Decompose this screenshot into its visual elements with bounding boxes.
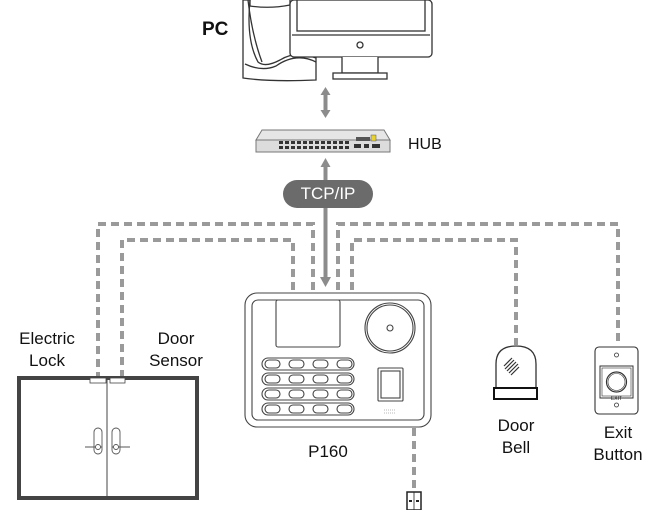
keypad-key: [312, 359, 329, 369]
hub-port: [279, 141, 283, 144]
keypad-key: [288, 389, 305, 399]
hub-port: [285, 146, 289, 149]
keypad-row: [261, 372, 355, 386]
hub-port: [339, 141, 343, 144]
keypad-key: [264, 389, 281, 399]
hub-port: [315, 146, 319, 149]
tcp-ip-label: TCP/IP: [300, 184, 356, 203]
hub-port: [309, 141, 313, 144]
keypad-key: [264, 359, 281, 369]
keypad-key: [336, 359, 353, 369]
hub-port: [279, 146, 283, 149]
hub-port: [321, 146, 325, 149]
keypad-key: [264, 374, 281, 384]
exit-button-label: Exit Button: [593, 423, 643, 464]
keypad-row: [261, 402, 355, 416]
keypad-key: [336, 374, 353, 384]
hub-port: [339, 146, 343, 149]
p160-device-icon: [244, 292, 432, 428]
keypad-key: [312, 389, 329, 399]
wire-door-bell: [350, 238, 518, 345]
door-sensor-icon: [109, 377, 126, 384]
hub-port: [303, 146, 307, 149]
device-label: P160: [308, 442, 348, 461]
hub-port: [291, 141, 295, 144]
wire-door-sensor: [120, 238, 295, 378]
keypad-key: [264, 404, 281, 414]
wire-electric-lock: [96, 222, 315, 378]
keypad-key: [312, 374, 329, 384]
hub-port: [297, 146, 301, 149]
hub-port: [345, 141, 349, 144]
keypad-key: [336, 404, 353, 414]
wire-exit-button: [336, 222, 620, 345]
hub-switch-icon: [255, 129, 391, 153]
keypad-key: [288, 374, 305, 384]
exit-face-text: EXIT: [610, 396, 623, 402]
power-adapter-icon: [406, 491, 422, 511]
hub-label: HUB: [408, 136, 442, 153]
electric-lock-icon: [89, 377, 107, 384]
exit-button-icon: [594, 346, 639, 415]
keypad-key: [336, 389, 353, 399]
hub-port: [285, 141, 289, 144]
hub-port: [327, 146, 331, 149]
keypad-key: [288, 359, 305, 369]
hub-port: [291, 146, 295, 149]
door-sensor-label: Door Sensor: [149, 329, 203, 370]
hub-port: [303, 141, 307, 144]
pc-hub-link: [320, 87, 331, 118]
hub-port: [327, 141, 331, 144]
hub-port: [309, 146, 313, 149]
keypad-row: [261, 357, 355, 371]
door-bell-label: Door Bell: [497, 416, 535, 457]
door-icon: [17, 376, 199, 500]
tcp-ip-pill: [283, 180, 373, 208]
keypad-row: [261, 387, 355, 401]
dashed-wires: [96, 222, 620, 492]
hub-port: [345, 146, 349, 149]
hub-device-link: [320, 158, 331, 287]
hub-port: [297, 141, 301, 144]
keypad-key: [312, 404, 329, 414]
hub-port: [315, 141, 319, 144]
hub-port: [333, 141, 337, 144]
electric-lock-label: Electric Lock: [19, 329, 75, 370]
hub-port: [333, 146, 337, 149]
keypad-key: [288, 404, 305, 414]
door-bell-icon: [493, 345, 538, 400]
pc-monitor-icon: [289, 0, 433, 80]
hub-port: [321, 141, 325, 144]
pc-label: PC: [202, 19, 229, 40]
